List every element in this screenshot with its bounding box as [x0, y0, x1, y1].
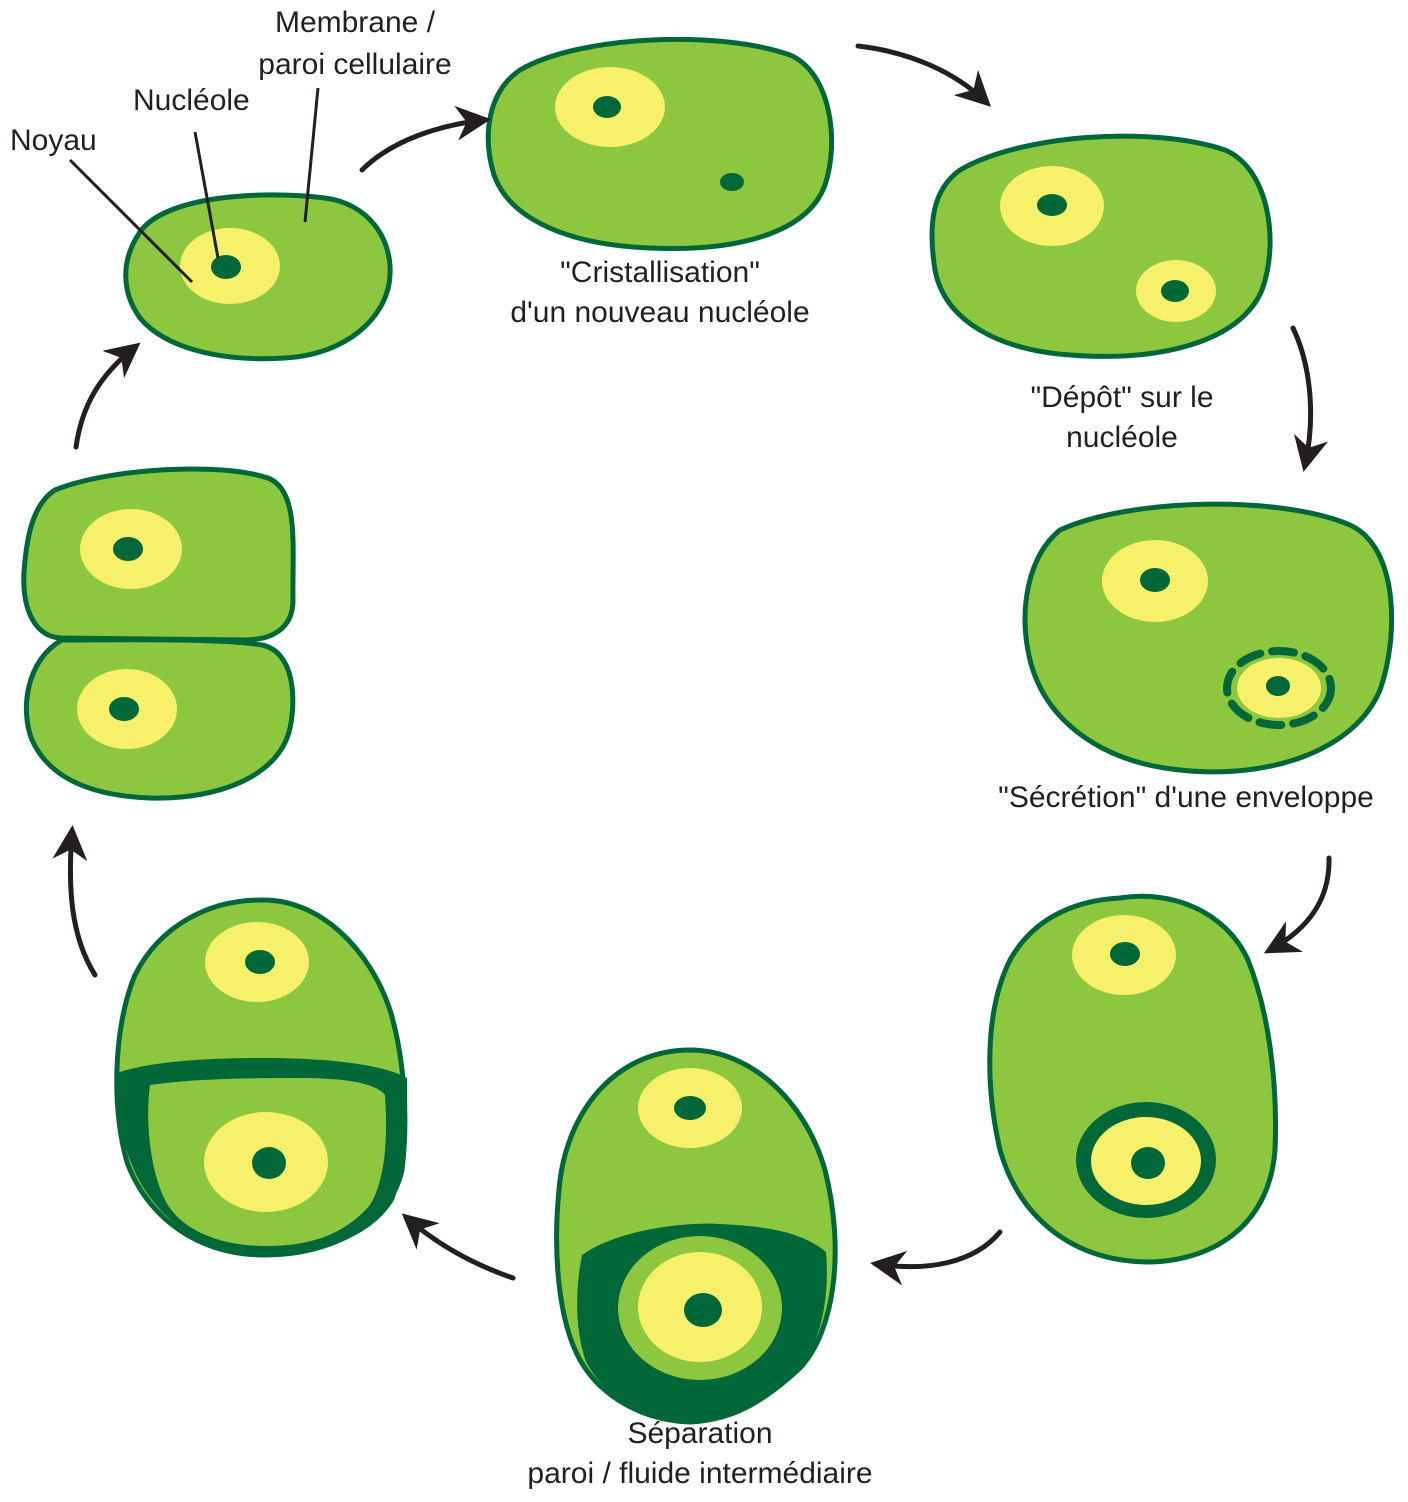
nucleolus [674, 1096, 706, 1120]
nucleolus [1131, 1147, 1165, 1179]
nucleolus [113, 537, 143, 561]
nucleolus [109, 697, 139, 721]
nucleolus [1161, 280, 1189, 302]
stage-8-two-cells [24, 469, 293, 798]
caption-stage-6-line1: Séparation [627, 1417, 772, 1451]
stage-1-initial-cell [126, 195, 390, 359]
stage-6-separation [557, 1050, 836, 1422]
cycle-arrow-icon [70, 832, 95, 975]
cycle-arrow-icon [362, 120, 484, 170]
cell-membrane [488, 39, 831, 248]
nucleolus [1110, 942, 1140, 966]
nucleolus [684, 1293, 722, 1327]
caption-stage-3-line2: nucléole [1066, 421, 1178, 455]
caption-stage-2-line2: d'un nouveau nucléole [510, 296, 809, 330]
nucleolus [211, 255, 241, 279]
cycle-arrow-icon [76, 347, 135, 447]
cycle-arrow-icon [1293, 328, 1311, 465]
nucleolus [245, 950, 275, 974]
stage-7-partition [117, 900, 408, 1255]
cycle-arrow-icon [407, 1218, 513, 1278]
nucleolus [593, 96, 621, 118]
cell-membrane [1025, 504, 1392, 772]
stage-5-envelope [990, 896, 1276, 1262]
cycle-arrow-icon [1270, 858, 1329, 950]
label-noyau: Noyau [10, 124, 97, 158]
label-membrane-line2: paroi cellulaire [258, 48, 451, 82]
cycle-arrow-icon [877, 1232, 1000, 1267]
nucleolus [1266, 676, 1290, 696]
nucleolus [1037, 194, 1067, 216]
stage-2-new-nucleolus [488, 39, 831, 248]
new-nucleolus [720, 173, 744, 191]
cell-membrane [932, 136, 1270, 356]
stage-3-deposit [932, 136, 1270, 356]
caption-stage-4: "Sécrétion" d'une enveloppe [998, 781, 1374, 815]
caption-stage-3-line1: "Dépôt" sur le [1030, 381, 1213, 415]
label-nucleole: Nucléole [133, 84, 250, 118]
caption-stage-2-line1: "Cristallisation" [560, 256, 760, 290]
cycle-arrow-icon [858, 46, 986, 102]
caption-stage-6-line2: paroi / fluide intermédiaire [527, 1457, 872, 1491]
label-membrane-line1: Membrane / [275, 6, 435, 40]
stage-4-secretion [1025, 504, 1392, 772]
nucleolus [252, 1147, 286, 1179]
nucleolus [1140, 568, 1170, 592]
